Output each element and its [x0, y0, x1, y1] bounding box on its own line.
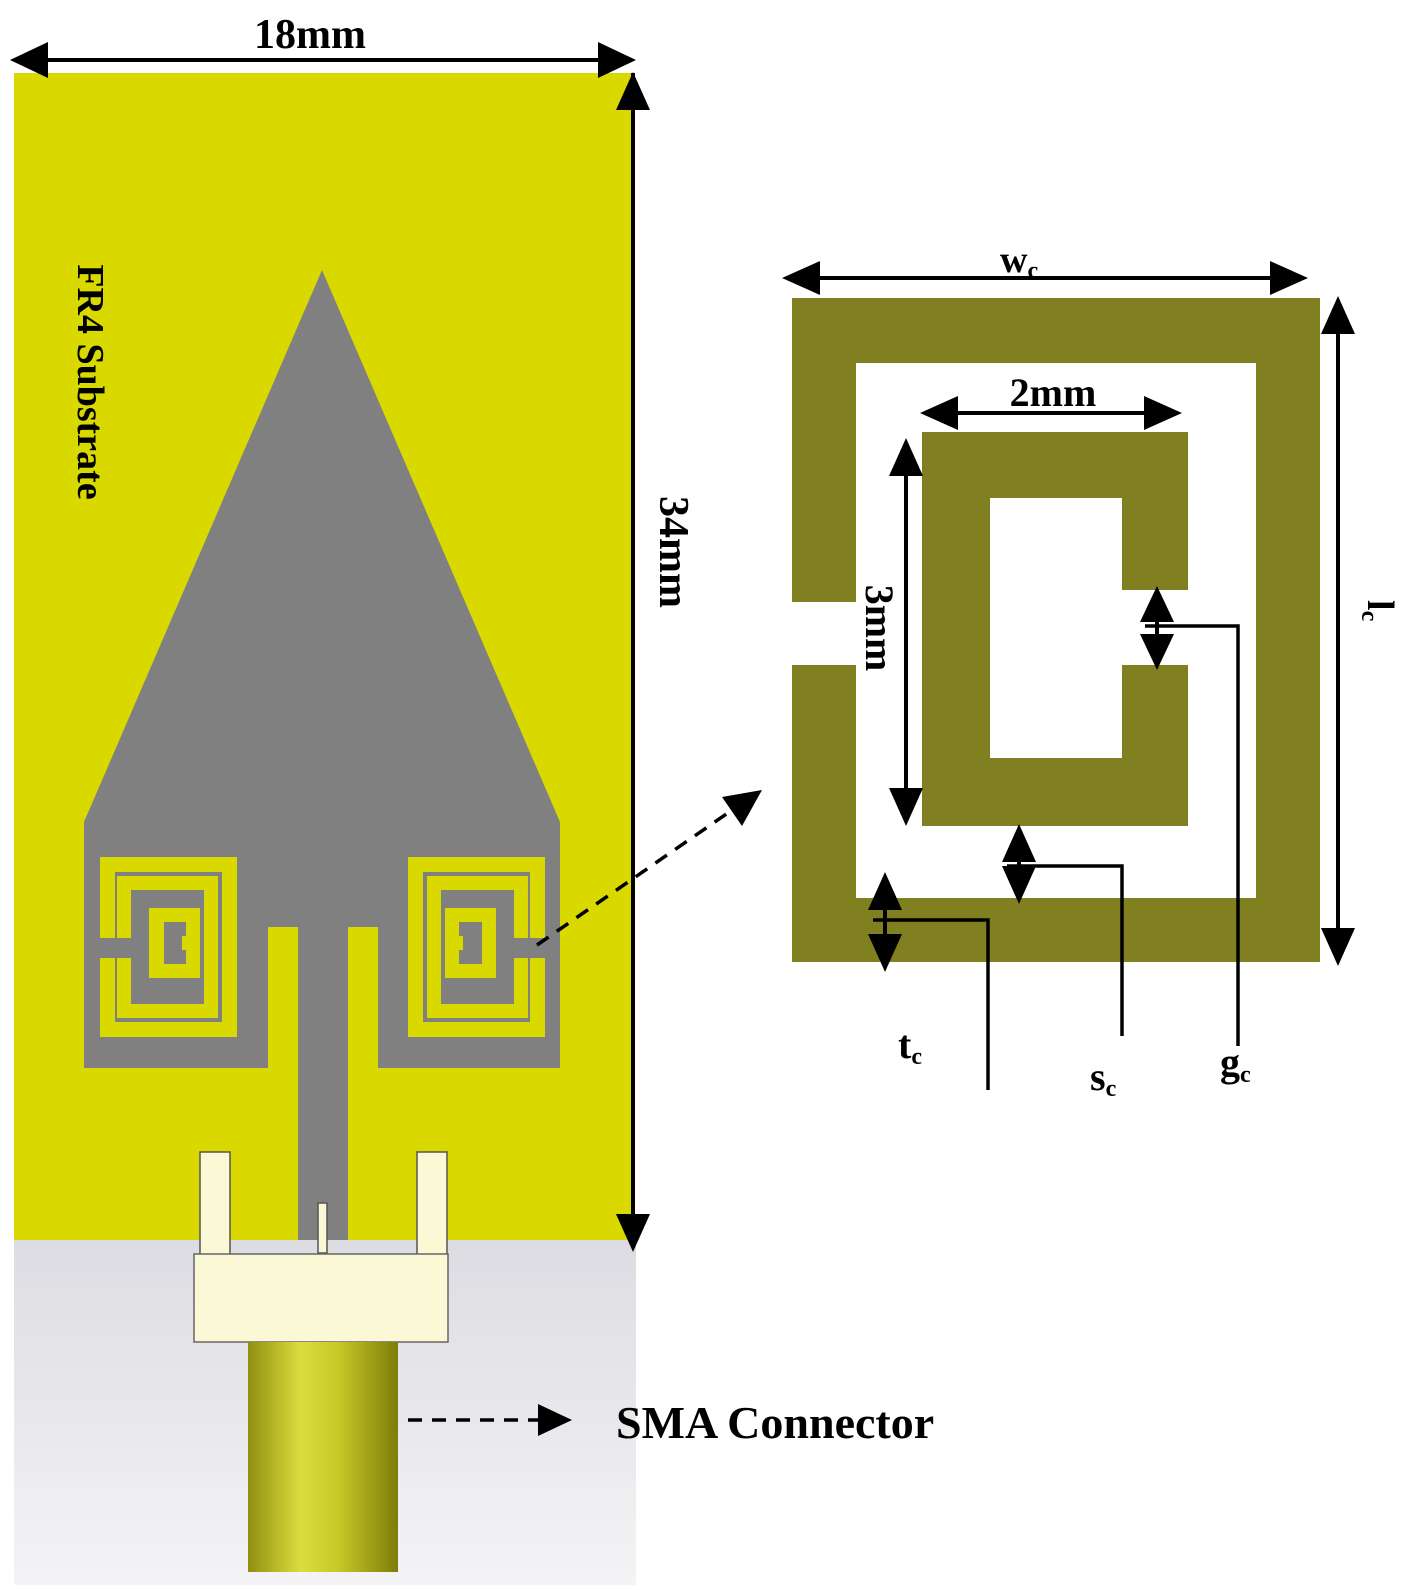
- gc-dimension: [1140, 586, 1240, 1046]
- lc-dimension: [1321, 296, 1355, 966]
- zoom-pointer: [536, 790, 762, 947]
- height-dimension-label: 34mm: [650, 496, 696, 608]
- wc-label: wc: [1000, 239, 1038, 284]
- wc-dimension: [782, 261, 1308, 295]
- feed-pin: [317, 1202, 328, 1254]
- sc-dimension: [1002, 824, 1124, 1036]
- left-srr: [100, 857, 237, 1037]
- sc-label: sc: [1090, 1054, 1117, 1102]
- right-srr: [408, 857, 545, 1037]
- height-dimension: [616, 72, 650, 1252]
- inner-height-label: 3mm: [857, 585, 902, 672]
- tc-label: tc: [898, 1022, 922, 1070]
- inner-height-dimension: [889, 438, 923, 826]
- tc-dimension: [868, 872, 990, 1090]
- inner-ring: [922, 432, 1188, 826]
- substrate-label: FR4 Substrate: [69, 264, 111, 499]
- sma-connector: [193, 1151, 449, 1572]
- width-dimension-label: 18mm: [254, 12, 366, 58]
- connector-pointer: [408, 1404, 572, 1436]
- inner-width-label: 2mm: [1010, 370, 1097, 415]
- gc-label: gc: [1220, 1040, 1251, 1088]
- width-dimension: [10, 42, 636, 78]
- lc-label: lc: [1356, 600, 1401, 622]
- connector-label: SMA Connector: [616, 1397, 934, 1448]
- inner-width-dimension: [920, 396, 1182, 430]
- outer-ring: [792, 298, 1320, 962]
- srr-detail: [792, 298, 1320, 962]
